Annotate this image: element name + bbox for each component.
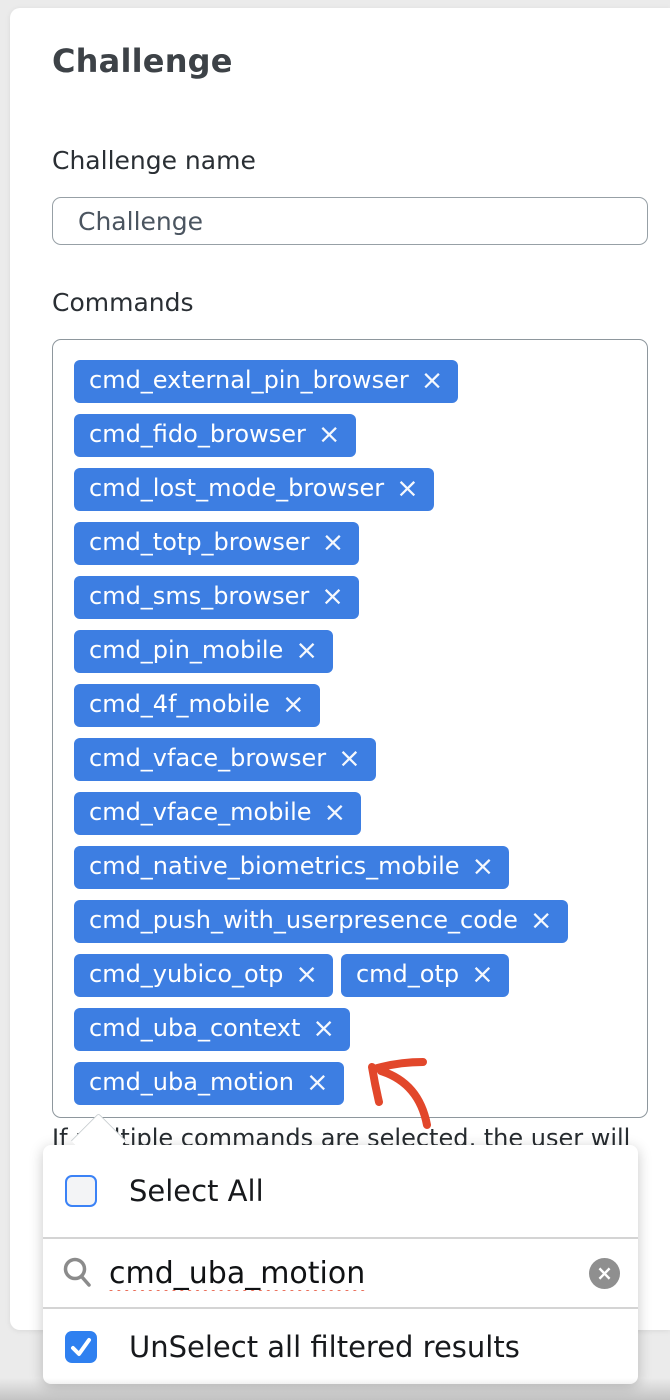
command-chip-label: cmd_push_with_userpresence_code [89,906,518,934]
clear-search-button[interactable]: × [589,1257,620,1289]
chip-row: cmd_native_biometrics_mobile × [74,846,635,889]
command-chip-label: cmd_sms_browser [89,582,310,610]
remove-chip-icon[interactable]: × [529,904,553,936]
command-chip[interactable]: cmd_fido_browser × [74,414,356,457]
command-chip[interactable]: cmd_native_biometrics_mobile × [74,846,510,889]
chip-row: cmd_totp_browser × [74,522,635,565]
remove-chip-icon[interactable]: × [281,688,305,720]
chip-row: cmd_external_pin_browser × [74,360,635,403]
chip-row: cmd_4f_mobile × [74,684,635,727]
remove-chip-icon[interactable]: × [471,958,494,990]
command-chip-label: cmd_vface_mobile [89,798,312,826]
page-title: Challenge [52,42,233,80]
remove-chip-icon[interactable]: × [471,850,495,882]
challenge-card: Challenge Challenge name Challenge Comma… [10,8,670,1330]
select-all-option[interactable]: Select All [43,1145,638,1237]
unselect-filtered-checkbox[interactable] [65,1330,97,1363]
remove-chip-icon[interactable]: × [420,364,444,396]
remove-chip-icon[interactable]: × [306,1066,329,1098]
command-chip-label: cmd_uba_context [89,1014,301,1042]
remove-chip-icon[interactable]: × [321,526,345,558]
command-chip-label: cmd_vface_browser [89,744,327,772]
remove-chip-icon[interactable]: × [396,472,419,504]
remove-chip-icon[interactable]: × [321,580,344,612]
command-chip[interactable]: cmd_external_pin_browser × [74,360,459,403]
search-row: cmd_uba_motion × [43,1239,638,1307]
divider [43,1237,638,1239]
command-chip[interactable]: cmd_yubico_otp × [74,954,333,997]
command-chip-label: cmd_yubico_otp [89,960,284,988]
remove-chip-icon[interactable]: × [317,418,341,450]
command-chip-label: cmd_lost_mode_browser [89,474,385,502]
command-chip[interactable]: cmd_4f_mobile × [74,684,320,727]
commands-chip-area: cmd_external_pin_browser×cmd_fido_browse… [74,360,635,1105]
commands-label: Commands [52,288,194,317]
command-chip[interactable]: cmd_pin_mobile × [74,630,333,673]
chip-row: cmd_push_with_userpresence_code × [74,900,635,943]
command-chip[interactable]: cmd_lost_mode_browser × [74,468,434,511]
commands-dropdown-panel: Select All cmd_uba_motion × UnSelect all… [43,1145,638,1384]
command-chip[interactable]: cmd_vface_browser × [74,738,376,781]
checkmark-icon [71,1337,91,1356]
command-chip-label: cmd_4f_mobile [89,690,270,718]
command-chip-label: cmd_otp [355,960,460,988]
command-chip[interactable]: cmd_totp_browser × [74,522,360,565]
command-chip-label: cmd_fido_browser [89,420,306,448]
unselect-filtered-label: UnSelect all filtered results [129,1329,520,1364]
remove-chip-icon[interactable]: × [295,634,318,666]
remove-chip-icon[interactable]: × [295,958,318,990]
chip-row: cmd_lost_mode_browser × [74,468,635,511]
command-chip[interactable]: cmd_sms_browser × [74,576,359,619]
command-chip[interactable]: cmd_vface_mobile × [74,792,362,835]
challenge-name-value: Challenge [78,206,203,236]
challenge-name-input[interactable]: Challenge [52,197,648,245]
chip-row: cmd_vface_mobile × [74,792,635,835]
command-chip-label: cmd_external_pin_browser [89,366,409,394]
chip-row: cmd_sms_browser × [74,576,635,619]
chip-row: cmd_uba_motion × [74,1062,635,1105]
remove-chip-icon[interactable]: × [338,742,361,774]
select-all-label: Select All [129,1174,264,1208]
divider [43,1307,638,1309]
chip-row: cmd_pin_mobile × [74,630,635,673]
chip-row: cmd_vface_browser × [74,738,635,781]
chip-row: cmd_uba_context × [74,1008,635,1051]
commands-multiselect-box[interactable]: cmd_external_pin_browser×cmd_fido_browse… [52,339,648,1118]
chip-row: cmd_fido_browser × [74,414,635,457]
search-icon [63,1257,91,1287]
close-icon: × [596,1261,613,1285]
command-chip[interactable]: cmd_uba_motion × [74,1062,344,1105]
search-input[interactable]: cmd_uba_motion [109,1255,366,1291]
unselect-filtered-option[interactable]: UnSelect all filtered results [43,1309,638,1384]
remove-chip-icon[interactable]: × [323,796,347,828]
select-all-checkbox[interactable] [65,1175,97,1207]
command-chip-label: cmd_uba_motion [89,1068,294,1096]
command-chip-label: cmd_native_biometrics_mobile [89,852,460,880]
command-chip[interactable]: cmd_push_with_userpresence_code × [74,900,568,943]
chip-row: cmd_yubico_otp × cmd_otp × [74,954,635,997]
challenge-name-label: Challenge name [52,146,256,175]
command-chip-label: cmd_pin_mobile [89,636,284,664]
remove-chip-icon[interactable]: × [312,1012,336,1044]
command-chip[interactable]: cmd_uba_context × [74,1008,351,1051]
command-chip-label: cmd_totp_browser [89,528,310,556]
command-chip[interactable]: cmd_otp × [340,954,509,997]
